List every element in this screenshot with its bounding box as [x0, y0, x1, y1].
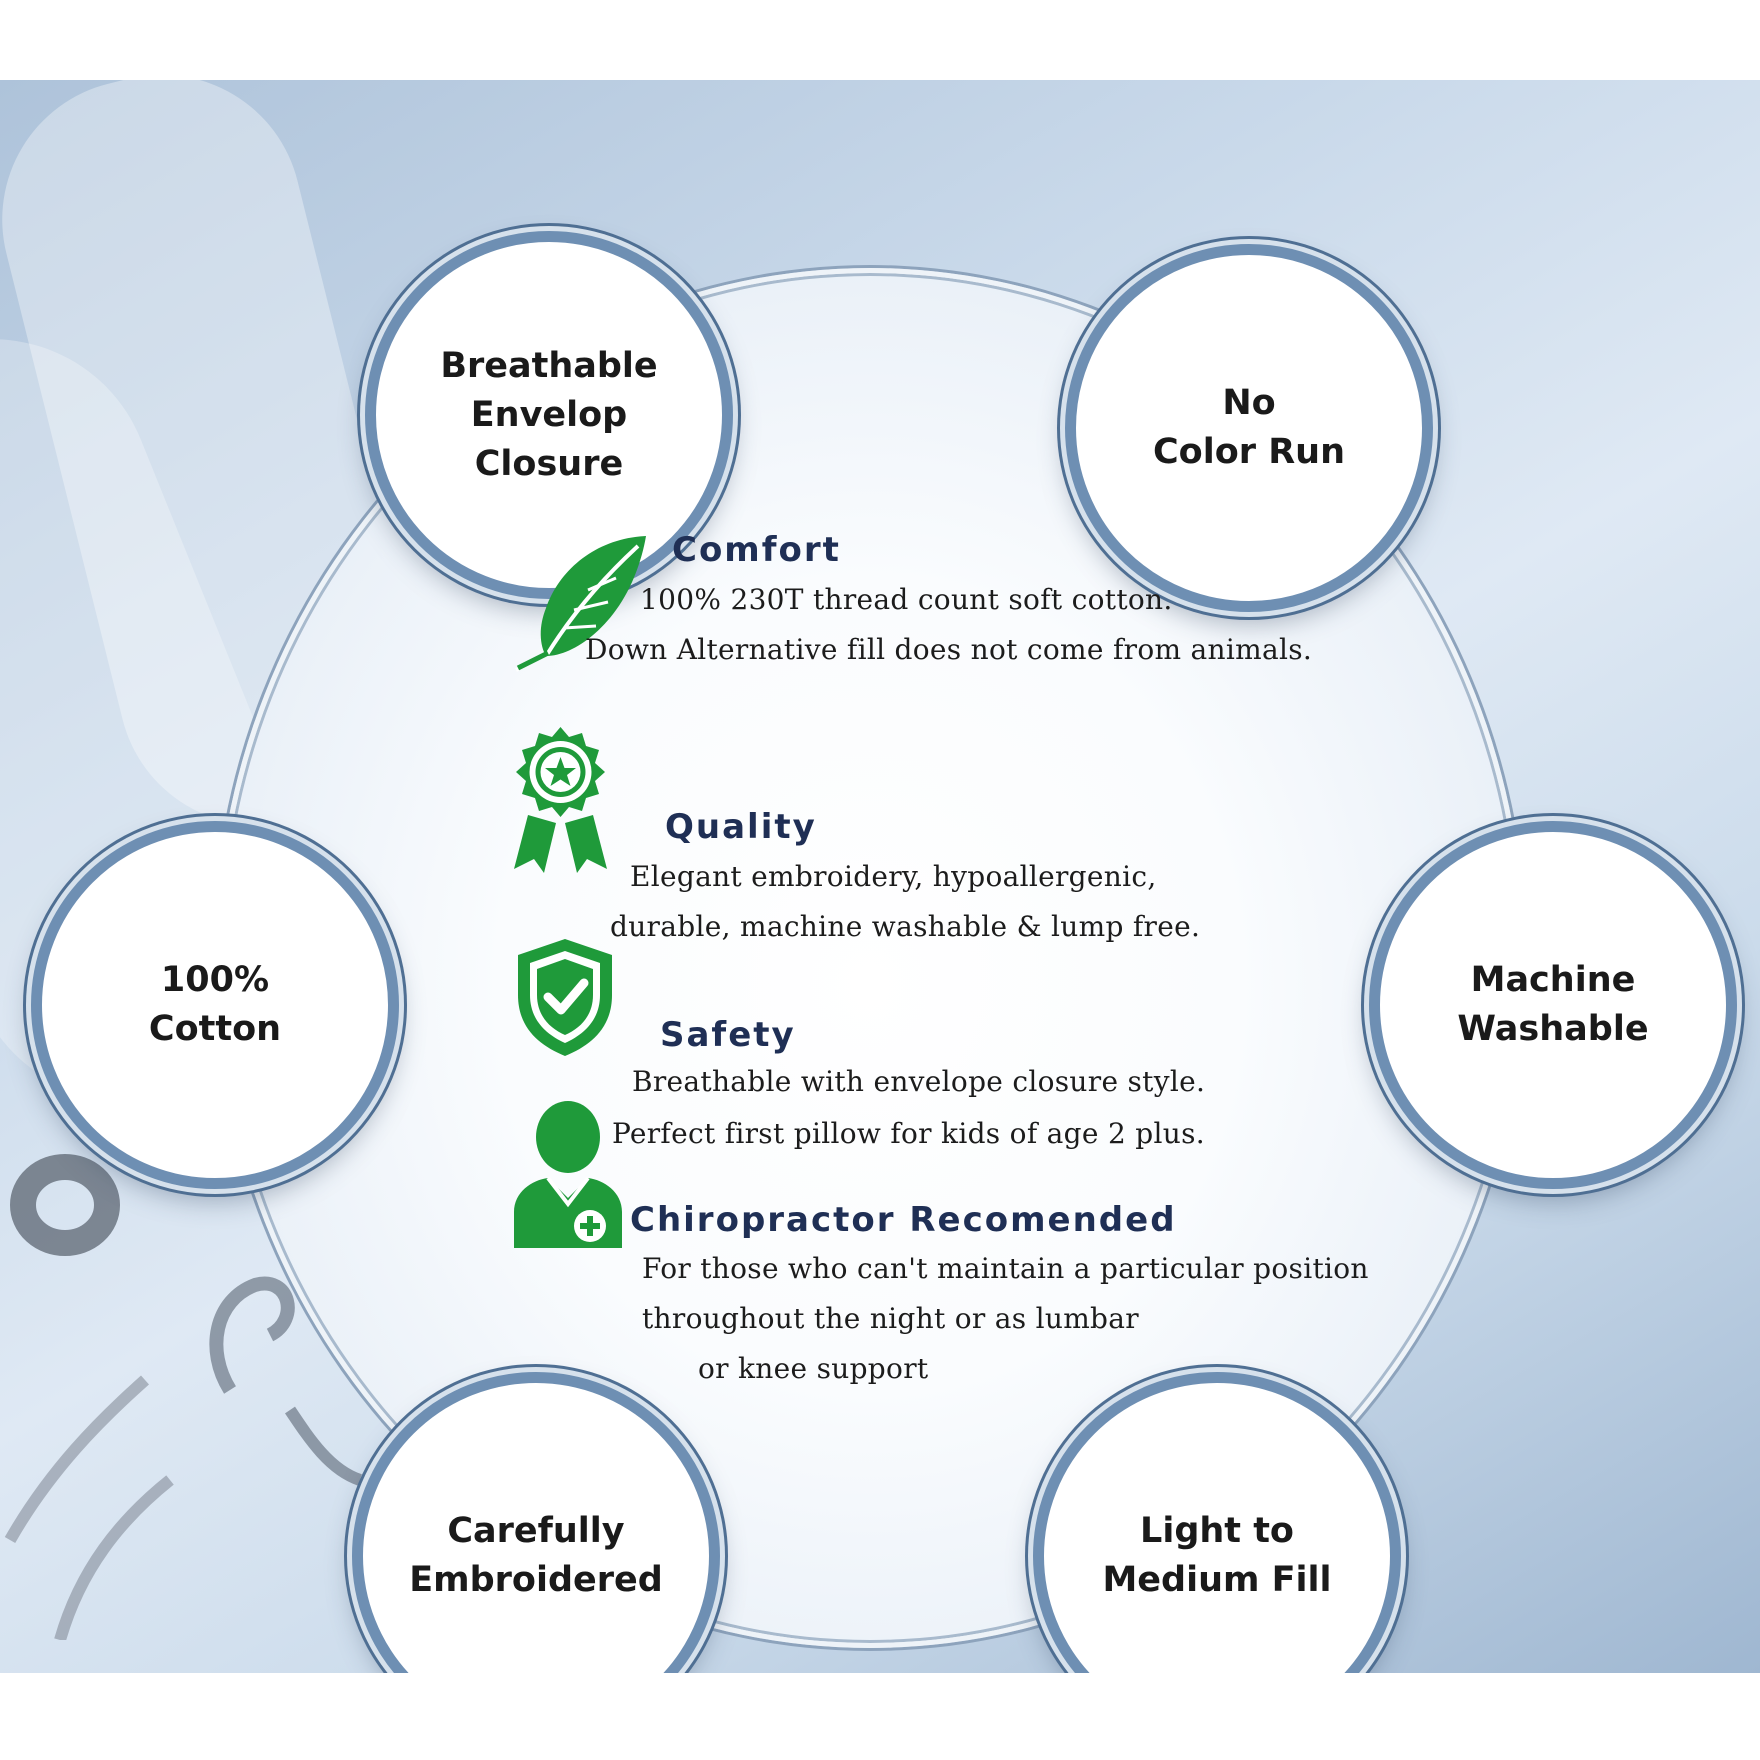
bubble-no-color-run: No Color Run [1065, 244, 1433, 612]
bubble-100-cotton: 100% Cotton [31, 821, 399, 1189]
bubble-label: Light to Medium Fill [1102, 1511, 1332, 1600]
feature-title: Chiropractor Recomended [630, 1200, 1177, 1240]
bubble-label: Breathable Envelop Closure [440, 345, 658, 484]
feature-description-line: throughout the night or as lumbar [642, 1302, 1139, 1335]
feature-description-line: or knee support [698, 1352, 929, 1385]
bubble-light-to-medium-fill: Light to Medium Fill [1033, 1372, 1401, 1673]
feature-description-line: Perfect first pillow for kids of age 2 p… [612, 1117, 1205, 1150]
bubble-label: 100% Cotton [148, 960, 282, 1049]
bubble-machine-washable: Machine Washable [1369, 821, 1737, 1189]
background-hanger-shape [4, 1154, 363, 1640]
doctor-icon [514, 1101, 622, 1248]
award-badge-icon [514, 727, 607, 873]
bubble-label: No Color Run [1152, 383, 1345, 472]
feature-description-line: Breathable with envelope closure style. [632, 1065, 1206, 1098]
feature-description-line: durable, machine washable & lump free. [610, 910, 1201, 943]
feature-description-line: Elegant embroidery, hypoallergenic, [630, 860, 1157, 893]
bubble-label: Carefully Embroidered [409, 1511, 663, 1600]
shield-check-icon [518, 939, 612, 1056]
feature-description-line: Down Alternative fill does not come from… [585, 633, 1313, 666]
feature-description-line: 100% 230T thread count soft cotton. [640, 583, 1173, 616]
bubble-breathable-envelop-closure: Breathable Envelop Closure [365, 231, 733, 599]
feature-description-line: For those who can't maintain a particula… [642, 1252, 1369, 1285]
feature-title: Comfort [672, 530, 841, 570]
infographic-panel: Breathable Envelop Closure No Color Run … [0, 80, 1760, 1673]
feature-title: Quality [665, 807, 817, 847]
feather-icon [515, 536, 646, 672]
bubble-label: Machine Washable [1457, 960, 1649, 1049]
feature-title: Safety [660, 1015, 796, 1055]
bubble-carefully-embroidered: Carefully Embroidered [352, 1372, 720, 1673]
